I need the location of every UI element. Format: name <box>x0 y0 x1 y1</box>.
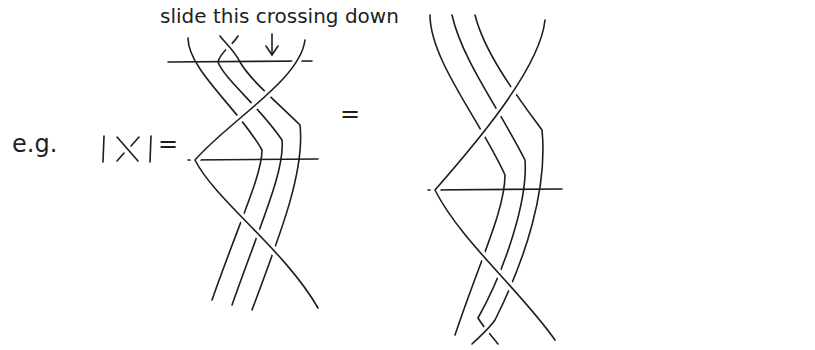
example-label: e.g. <box>12 130 57 159</box>
braid-figure <box>428 15 562 344</box>
leader-arrow <box>266 34 278 55</box>
equals-sign: = <box>340 100 360 129</box>
annotation-note: slide this crossing down <box>160 4 399 28</box>
braid-generator-symbol <box>103 136 151 162</box>
braid-figure <box>168 36 318 310</box>
equals-sign: = <box>158 130 178 159</box>
